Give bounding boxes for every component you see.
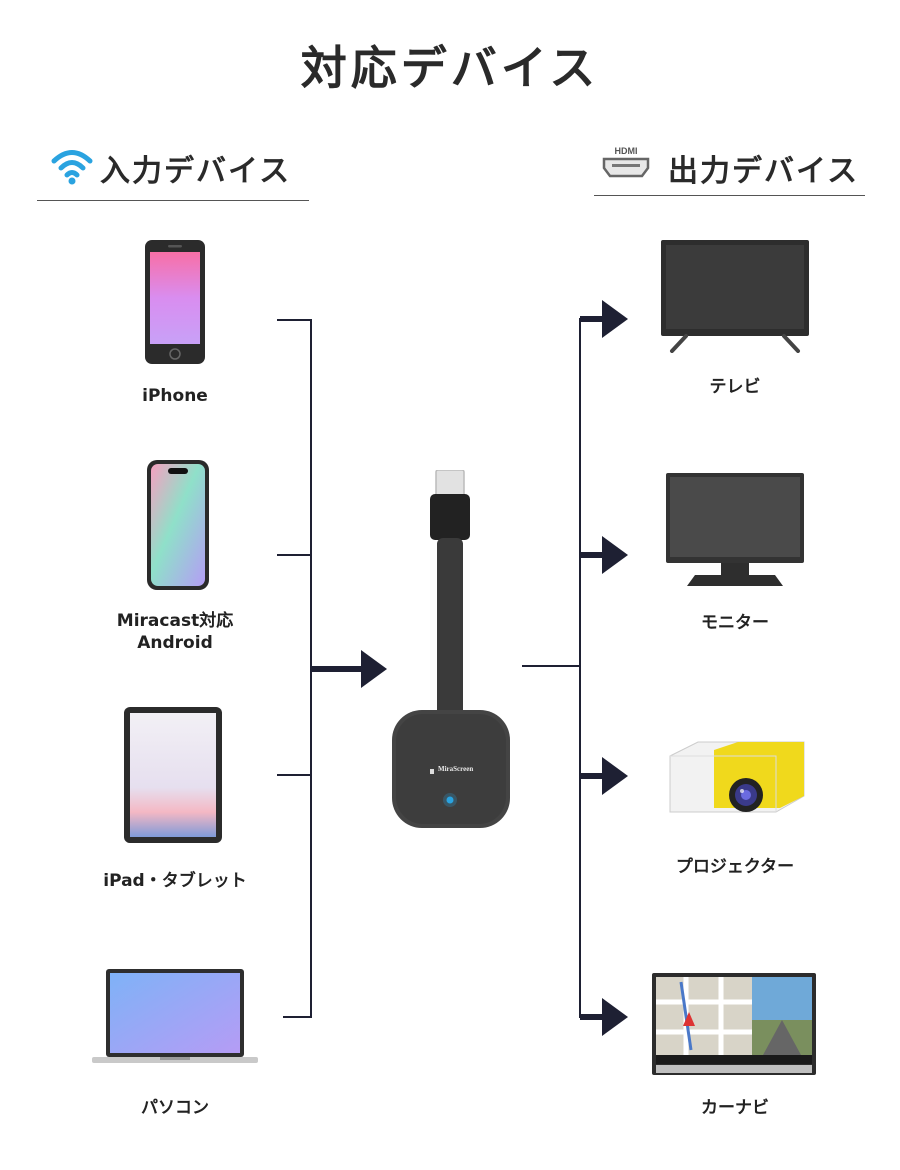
output-arrow-projector	[580, 757, 630, 795]
device-label-car-navigation: カーナビ	[701, 1098, 769, 1118]
output-arrow-car-navigation	[580, 998, 630, 1036]
car-navigation-icon	[651, 972, 817, 1076]
device-label-tablet: iPad・タブレット	[103, 871, 247, 891]
iphone-icon	[144, 239, 206, 365]
input-heading-divider	[37, 200, 309, 201]
adapter-brand-label: MiraScreen	[438, 765, 474, 773]
device-label-android: Miracast対応 Android	[90, 610, 260, 654]
output-arrow-monitor	[580, 536, 630, 574]
input-connector-branch	[277, 554, 311, 556]
monitor-icon	[665, 472, 805, 588]
tv-icon	[660, 239, 810, 353]
input-connector-branch	[277, 319, 311, 321]
projector-icon	[668, 740, 808, 818]
device-label-iphone: iPhone	[142, 386, 208, 406]
laptop-icon	[90, 966, 260, 1068]
input-devices-heading: 入力デバイス	[100, 154, 292, 189]
device-label-android-text: Miracast対応 Android	[116, 611, 234, 653]
tablet-icon	[123, 706, 223, 844]
output-connector-trunk	[522, 665, 581, 667]
hdmi-dongle-icon	[392, 470, 522, 830]
output-arrow-tv	[580, 300, 630, 338]
device-label-projector: プロジェクター	[675, 857, 795, 877]
input-connector-branch	[283, 1016, 311, 1018]
android-phone-icon	[146, 459, 210, 591]
output-devices-heading: 出力デバイス	[668, 154, 860, 189]
input-arrow	[311, 650, 389, 688]
output-heading-divider	[594, 195, 865, 196]
hdmi-icon-text: HDMI	[615, 146, 638, 156]
device-label-monitor: モニター	[701, 613, 769, 633]
device-label-tv: テレビ	[709, 377, 761, 397]
output-connector-vertical	[579, 318, 581, 1018]
device-label-laptop: パソコン	[141, 1098, 209, 1118]
input-connector-branch	[277, 774, 311, 776]
wifi-icon	[50, 146, 94, 186]
page-title: 対応デバイス	[300, 41, 600, 95]
hdmi-icon: HDMI	[602, 146, 650, 180]
